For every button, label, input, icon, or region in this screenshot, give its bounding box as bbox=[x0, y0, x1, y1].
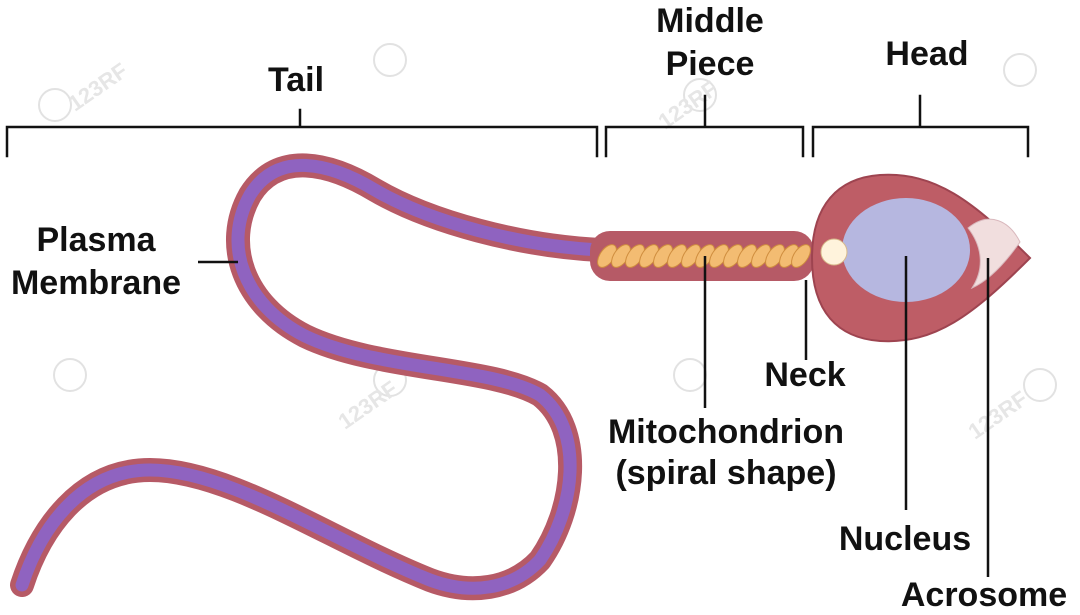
head-label: Head bbox=[885, 35, 968, 73]
watermark-2 bbox=[373, 43, 407, 77]
middle-piece-bracket bbox=[604, 94, 805, 158]
centriole bbox=[820, 238, 848, 266]
watermark-8: 123RF bbox=[964, 368, 1057, 444]
watermark-3: 123RF bbox=[654, 76, 722, 134]
watermark-text-4: 123RF bbox=[964, 386, 1032, 444]
neck-label: Neck bbox=[764, 356, 845, 394]
tail-cytoplasm bbox=[15, 158, 607, 595]
watermark-text-3: 123RF bbox=[334, 376, 402, 434]
acrosome-label: Acrosome bbox=[901, 576, 1067, 614]
watermark-text-1: 123RF bbox=[64, 58, 132, 116]
watermark-4 bbox=[1003, 53, 1037, 87]
watermark-7 bbox=[673, 358, 707, 392]
mitochondrion-label-line1: Mitochondrion bbox=[608, 413, 844, 451]
mitochondrion-label-line2: (spiral shape) bbox=[615, 454, 836, 492]
watermark-5 bbox=[53, 358, 87, 392]
nucleus bbox=[842, 198, 970, 302]
watermark-1: 123RF bbox=[38, 58, 132, 122]
mitochondrion-spiral bbox=[597, 244, 811, 268]
acrosome bbox=[967, 218, 1021, 290]
plasma-membrane-label-line1: Plasma bbox=[36, 221, 156, 259]
nucleus-label: Nucleus bbox=[839, 520, 971, 558]
plasma-membrane-label-line2: Membrane bbox=[11, 264, 181, 302]
middle-piece-label-line2: Piece bbox=[666, 45, 755, 83]
tail-bracket bbox=[5, 108, 599, 158]
tail-label: Tail bbox=[268, 61, 324, 99]
middle-piece-label-line1: Middle bbox=[656, 2, 764, 40]
head-bracket bbox=[811, 94, 1030, 158]
watermark-6: 123RF bbox=[334, 363, 407, 434]
